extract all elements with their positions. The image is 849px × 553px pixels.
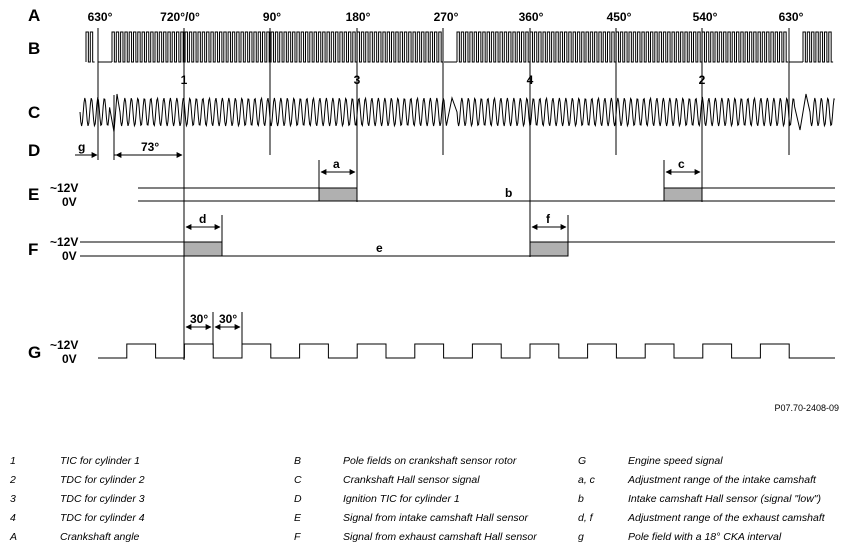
legend-text: Pole field with a 18° CKA interval: [628, 531, 782, 543]
legend-text: Signal from exhaust camshaft Hall sensor: [343, 531, 537, 543]
legend-key: B: [294, 455, 302, 467]
reference-lines: [97, 28, 790, 360]
legend-key: a, c: [578, 474, 595, 486]
legend-text: Crankshaft angle: [60, 531, 140, 543]
engine-speed-signal: [98, 343, 835, 359]
row-label-b: B: [28, 39, 40, 58]
row-labels: A B C D E F G: [28, 6, 41, 362]
legend-key: 4: [10, 512, 16, 524]
legend-text: Ignition TIC for cylinder 1: [343, 493, 460, 505]
legend-key: 3: [10, 493, 16, 505]
e-label-a: a: [333, 157, 340, 171]
legend-text: TDC for cylinder 4: [60, 512, 145, 524]
crankshaft-hall-sensor-signal: [79, 93, 835, 133]
f-high-label: ~12V: [50, 235, 78, 249]
row-label-c: C: [28, 103, 40, 122]
adjustment-range-c: [663, 187, 703, 202]
crankshaft-rotor-pole-fields: [85, 31, 834, 63]
g-low-label: 0V: [62, 352, 77, 366]
legend-text: Signal from intake camshaft Hall sensor: [343, 512, 528, 524]
legend-text: Pole fields on crankshaft sensor rotor: [343, 455, 517, 467]
f-low-label: 0V: [62, 249, 77, 263]
legend-key: E: [294, 512, 302, 524]
row-label-a: A: [28, 6, 40, 25]
legend-text: Intake camshaft Hall sensor (signal "low…: [628, 493, 822, 505]
reference-code: P07.70-2408-09: [774, 403, 839, 413]
row-label-g: G: [28, 343, 41, 362]
e-label-b: b: [505, 186, 512, 200]
angle-labels: 630° 720°/0° 90° 180° 270° 360° 450° 540…: [88, 10, 804, 24]
legend-text: Crankshaft Hall sensor signal: [343, 474, 480, 486]
legend-text: Adjustment range of the exhaust camshaft: [628, 512, 825, 524]
legend-key: g: [578, 531, 584, 543]
angle-label: 360°: [519, 10, 544, 24]
timing-diagram: A B C D E F G 630° 720°/0° 90° 180° 270°…: [28, 6, 835, 366]
legend-key: 2: [10, 474, 16, 486]
legend-key: 1: [10, 455, 16, 467]
legend-key: C: [294, 474, 302, 486]
legend-key: G: [578, 455, 587, 467]
legend: 1 TIC for cylinder 1 2 TDC for cylinder …: [0, 453, 849, 553]
g-pulse-label-1: 30°: [190, 312, 208, 326]
legend-text: TIC for cylinder 1: [60, 455, 140, 467]
intake-camshaft-signal: [138, 187, 835, 202]
adjustment-range-a: [318, 187, 358, 202]
e-label-c: c: [678, 157, 685, 171]
legend-text: TDC for cylinder 2: [60, 474, 145, 486]
angle-label: 450°: [607, 10, 632, 24]
f-label-f: f: [546, 212, 551, 226]
legend-key: D: [294, 493, 302, 505]
angle-label: 630°: [779, 10, 804, 24]
angle-label: 630°: [88, 10, 113, 24]
row-label-f: F: [28, 240, 38, 259]
angle-label: 540°: [693, 10, 718, 24]
e-high-label: ~12V: [50, 181, 78, 195]
legend-text: Adjustment range of the intake camshaft: [628, 474, 816, 486]
f-label-e: e: [376, 241, 383, 255]
angle-label: 180°: [346, 10, 371, 24]
legend-key: b: [578, 493, 584, 505]
adjustment-range-d: [183, 241, 223, 257]
row-label-d: D: [28, 141, 40, 160]
g-dimension-label: g: [78, 140, 85, 154]
g-pulse-label-2: 30°: [219, 312, 237, 326]
adjustment-range-f: [529, 241, 569, 257]
f-label-d: d: [199, 212, 206, 226]
legend-key: A: [10, 531, 18, 543]
angle-label: 90°: [263, 10, 281, 24]
row-label-e: E: [28, 185, 39, 204]
g-high-label: ~12V: [50, 338, 78, 352]
legend-key: d, f: [578, 512, 593, 524]
angle-73-label: 73°: [141, 140, 159, 154]
legend-text: Engine speed signal: [628, 455, 723, 467]
e-low-label: 0V: [62, 195, 77, 209]
angle-label: 720°/0°: [160, 10, 200, 24]
legend-key: F: [294, 531, 301, 543]
angle-label: 270°: [434, 10, 459, 24]
legend-text: TDC for cylinder 3: [60, 493, 145, 505]
